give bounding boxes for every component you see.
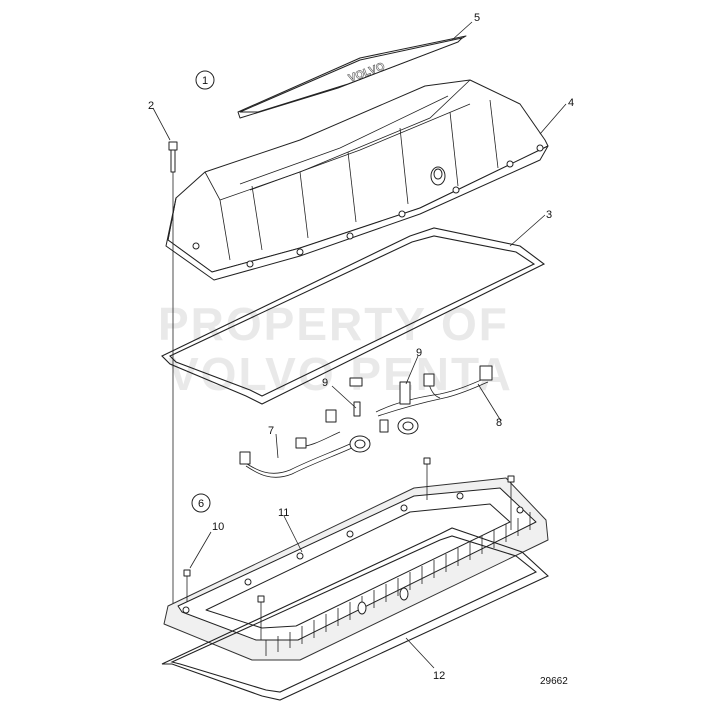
callout-9-left: 9 xyxy=(322,377,328,389)
callout-3: 3 xyxy=(546,209,552,221)
group-marker-circle-1 xyxy=(195,70,215,90)
watermark-line-1: PROPERTY OF xyxy=(158,298,509,350)
cover-plate-part-5: VOLVO xyxy=(237,35,467,119)
callout-11: 11 xyxy=(278,507,289,519)
clip-part-9a xyxy=(349,377,363,417)
leader-lines xyxy=(152,21,567,669)
group-marker-6: 6 xyxy=(198,498,204,510)
gasket-part-12 xyxy=(161,527,549,701)
group-marker-circle-6 xyxy=(191,493,211,513)
callout-4: 4 xyxy=(568,97,574,109)
gasket-part-3 xyxy=(161,227,546,405)
figure-number: 29662 xyxy=(540,676,568,687)
wire-harness-part-7 xyxy=(239,409,371,478)
callout-2: 2 xyxy=(148,100,154,112)
clip-part-9b xyxy=(399,381,411,405)
group-marker-1: 1 xyxy=(202,75,208,87)
watermark-line-2: VOLVO PENTA xyxy=(168,348,513,400)
valve-cover-part-4 xyxy=(165,79,549,281)
callout-12: 12 xyxy=(433,670,445,682)
callout-5: 5 xyxy=(474,12,480,24)
callout-10: 10 xyxy=(212,521,224,533)
callout-9-right: 9 xyxy=(416,347,422,359)
wire-harness-part-8 xyxy=(375,365,493,435)
bolt-part-2 xyxy=(168,141,178,612)
callout-8: 8 xyxy=(496,417,502,429)
callout-7: 7 xyxy=(268,425,274,437)
lower-housing-part-11 xyxy=(163,477,549,661)
